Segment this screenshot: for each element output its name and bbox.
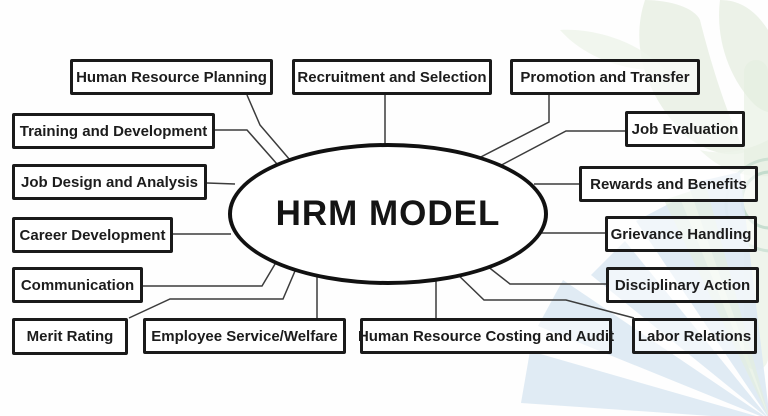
node-recruitment-and-selection: Recruitment and Selection [292,59,492,95]
node-human-resource-costing-and-audit: Human Resource Costing and Audit [358,318,614,354]
node-career-development: Career Development [12,217,173,253]
node-merit-rating: Merit Rating [12,318,128,355]
node-human-resource-planning: Human Resource Planning [70,59,273,95]
node-grievance-handling: Grievance Handling [605,216,757,252]
node-employee-service-welfare: Employee Service/Welfare [143,318,346,354]
connector-communication [143,253,282,287]
node-job-design-and-analysis: Job Design and Analysis [12,164,207,200]
connector-labor-relations [452,269,635,319]
connector-disciplinary-action [481,261,606,285]
connector-human-resource-planning [246,94,291,161]
connector-job-design-and-analysis [206,182,236,185]
diagram-title: HRM MODEL [275,194,501,233]
connector-training-and-development [215,129,278,165]
center-ellipse: HRM MODEL [228,143,548,285]
node-rewards-and-benefits: Rewards and Benefits [579,166,758,202]
node-training-and-development: Training and Development [12,113,215,149]
node-promotion-and-transfer: Promotion and Transfer [510,59,700,95]
connector-job-evaluation [491,130,625,171]
node-labor-relations: Labor Relations [632,318,757,354]
connector-promotion-and-transfer [472,95,550,162]
node-disciplinary-action: Disciplinary Action [606,267,759,303]
node-job-evaluation: Job Evaluation [625,111,745,147]
connector-merit-rating [128,263,299,319]
node-communication: Communication [12,267,143,303]
